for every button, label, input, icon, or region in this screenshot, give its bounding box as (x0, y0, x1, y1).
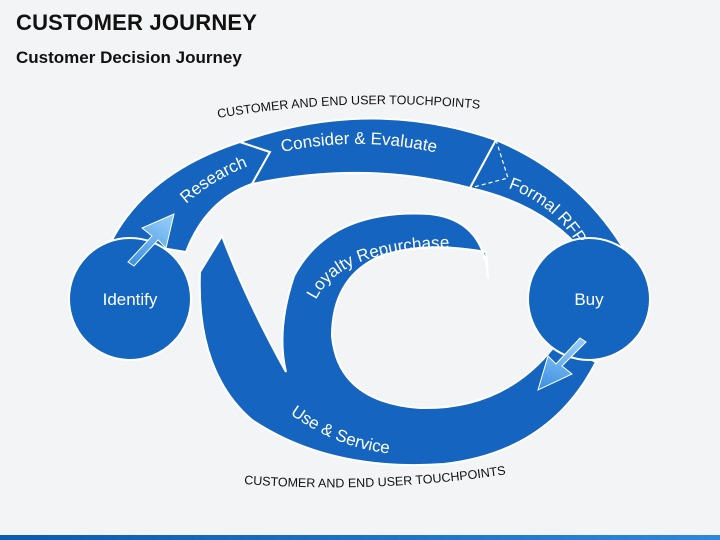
rfp-dashed-divider (469, 139, 509, 189)
identify-node (68, 237, 192, 361)
page-subtitle: Customer Decision Journey (16, 48, 242, 67)
buy-node (527, 237, 651, 361)
up-arrow-icon (127, 213, 175, 267)
page-title: CUSTOMER JOURNEY (16, 10, 258, 35)
identify-label: Identify (103, 290, 158, 309)
buy-label: Buy (574, 290, 604, 309)
touchpoints-top-label: CUSTOMER AND END USER TOUCHPOINTS (216, 93, 481, 121)
consider-evaluate-segment (236, 117, 498, 190)
use-loyalty-swirl (198, 212, 598, 467)
touchpoints-bottom-label: CUSTOMER AND END USER TOUCHPOINTS (244, 463, 507, 490)
down-arrow-icon (537, 337, 587, 391)
footer-accent-bar (0, 535, 720, 540)
